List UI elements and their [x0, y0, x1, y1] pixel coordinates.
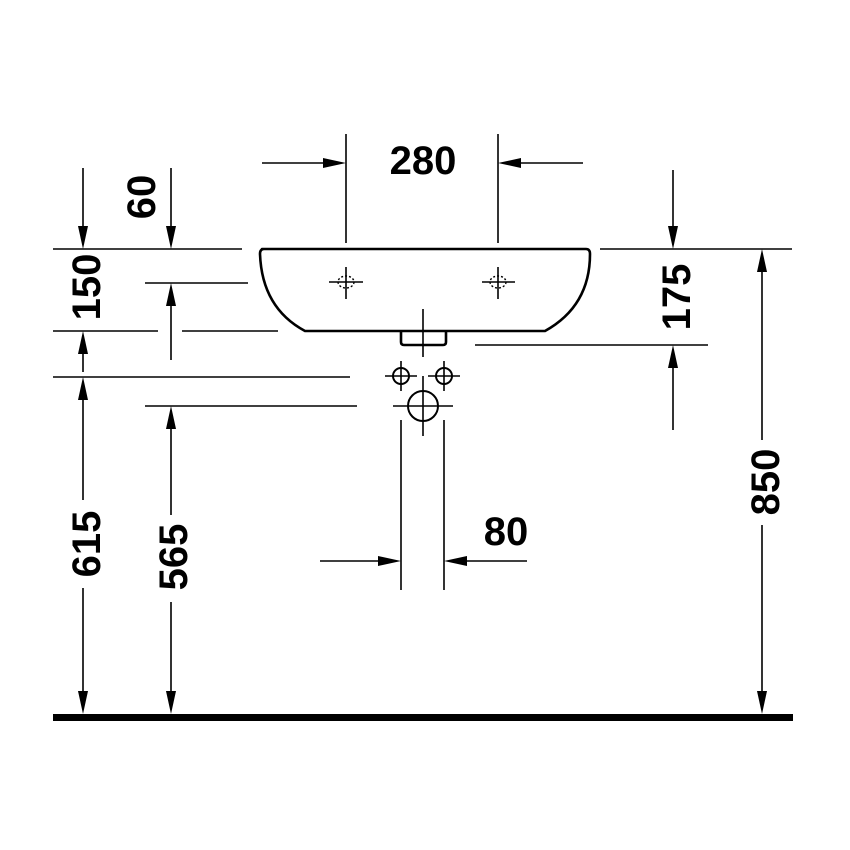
- dimension-850: 850: [744, 249, 788, 714]
- supply-connection-left-icon: [385, 361, 417, 391]
- dimension-565: 565: [152, 406, 196, 714]
- waste-connection-icon: [393, 376, 453, 436]
- dimension-label-80: 80: [484, 510, 529, 554]
- extension-lines: [53, 134, 792, 590]
- dimension-label-615: 615: [65, 511, 109, 578]
- dimension-80: 80: [320, 510, 528, 566]
- dimension-label-60: 60: [120, 175, 164, 220]
- dimension-60: 60: [120, 168, 176, 360]
- floor-line: [53, 714, 793, 721]
- supply-connection-right-icon: [428, 361, 460, 391]
- dimension-175: 175: [655, 170, 699, 430]
- dimension-label-280: 280: [390, 139, 457, 183]
- dimension-615: 615: [65, 377, 109, 714]
- dimension-label-175: 175: [655, 264, 699, 331]
- dimension-label-150: 150: [65, 254, 109, 321]
- dimension-label-565: 565: [152, 524, 196, 591]
- tap-hole-left-icon: [329, 267, 363, 299]
- dimension-label-850: 850: [744, 449, 788, 516]
- tap-hole-right-icon: [482, 267, 515, 299]
- washbasin-outline: [258, 247, 592, 357]
- dimension-150: 150: [65, 168, 109, 372]
- dimension-280: 280: [262, 139, 583, 183]
